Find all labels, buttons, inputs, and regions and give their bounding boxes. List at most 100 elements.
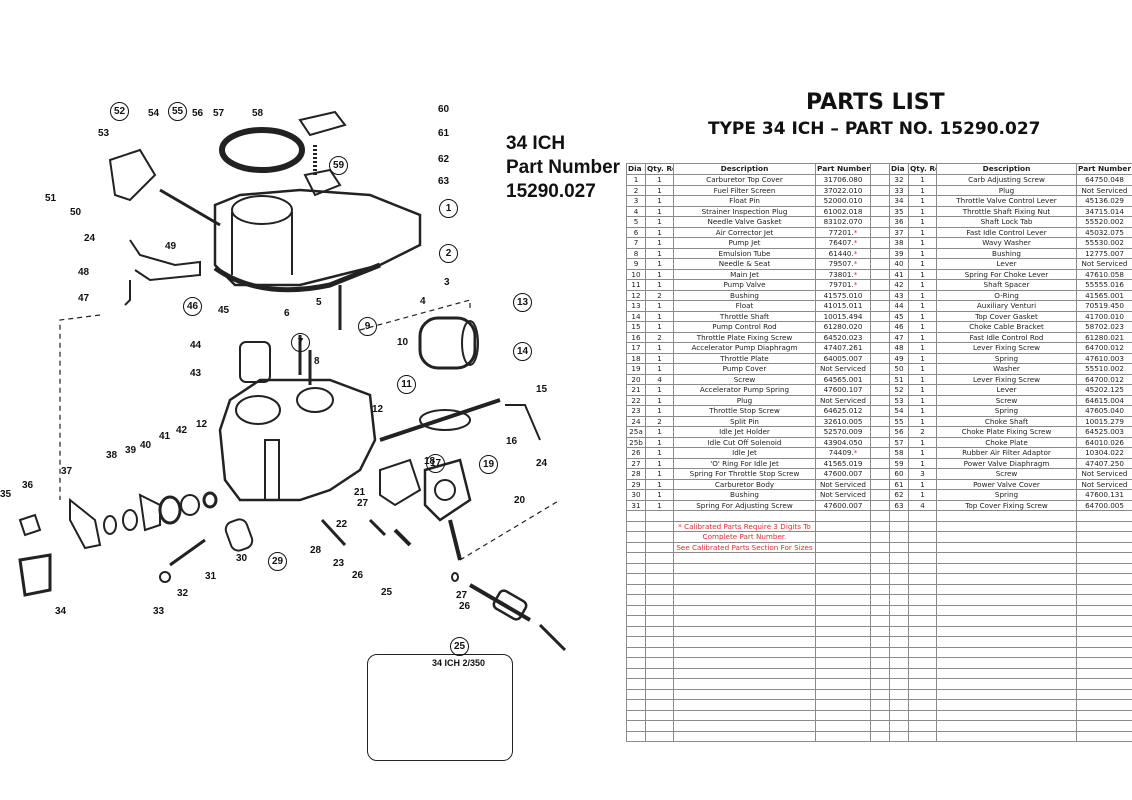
cell-dia: 28 <box>626 468 646 480</box>
empty-cell <box>889 520 909 532</box>
empty-cell <box>908 583 937 595</box>
empty-cell <box>815 730 871 742</box>
empty-cell <box>936 562 1077 574</box>
callout-number: 34 <box>55 606 67 617</box>
cell-desc: Shaft Lock Tab <box>936 216 1077 228</box>
cell-part: 47600.007 <box>815 499 871 511</box>
empty-cell <box>1076 678 1132 690</box>
cell-desc: Power Valve Cover <box>936 478 1077 490</box>
empty-cell <box>908 709 937 721</box>
empty-cell <box>673 562 816 574</box>
empty-cell <box>870 510 890 522</box>
cell-dia: 11 <box>626 279 646 291</box>
cell-qty: 1 <box>908 436 937 448</box>
callout-number: 49 <box>165 241 177 252</box>
empty-cell <box>673 594 816 606</box>
cell-part: Not Serviced <box>1076 258 1132 270</box>
empty-cell <box>626 646 646 658</box>
callout-number: 20 <box>514 495 526 506</box>
cell-part: 73801.* <box>815 268 871 280</box>
cell-part: 47600.131 <box>1076 489 1132 501</box>
empty-cell <box>645 688 674 700</box>
cell-part: 45136.029 <box>1076 195 1132 207</box>
callout-number: 50 <box>70 207 82 218</box>
empty-cell <box>908 510 937 522</box>
empty-cell <box>645 615 674 627</box>
empty-cell <box>673 615 816 627</box>
callout-number: 61 <box>438 128 450 139</box>
cell-spacer <box>870 373 890 385</box>
cell-part: Not Serviced <box>1076 478 1132 490</box>
empty-cell <box>673 678 816 690</box>
cell-qty: 2 <box>645 289 674 301</box>
empty-cell <box>815 657 871 669</box>
empty-cell <box>815 688 871 700</box>
callout-number: 6 <box>284 308 290 319</box>
empty-cell <box>870 594 890 606</box>
cell-qty: 1 <box>908 216 937 228</box>
empty-cell <box>1076 657 1132 669</box>
empty-cell <box>1076 709 1132 721</box>
cell-qty: 1 <box>908 321 937 333</box>
cell-qty: 1 <box>645 321 674 333</box>
empty-cell <box>645 541 674 553</box>
callout-number: 46 <box>183 297 202 316</box>
empty-cell <box>645 720 674 732</box>
cell-qty: 1 <box>908 384 937 396</box>
cell-dia: 50 <box>889 363 909 375</box>
empty-cell <box>936 720 1077 732</box>
empty-cell <box>815 678 871 690</box>
cell-part: 79507.* <box>815 258 871 270</box>
callout-number: 41 <box>159 431 171 442</box>
empty-cell <box>673 625 816 637</box>
cell-dia: 46 <box>889 321 909 333</box>
table-row <box>626 657 1132 669</box>
empty-cell <box>626 720 646 732</box>
col-dia-left: Dia No. <box>626 163 646 175</box>
callout-number: 31 <box>205 571 217 582</box>
callout-number: 43 <box>190 368 202 379</box>
col-dia-right: Dia No. <box>889 163 909 175</box>
empty-cell <box>645 625 674 637</box>
empty-cell <box>936 573 1077 585</box>
empty-cell <box>1076 604 1132 616</box>
cell-desc: O-Ring <box>936 289 1077 301</box>
table-row <box>626 688 1132 700</box>
cell-dia: 34 <box>889 195 909 207</box>
empty-cell <box>889 730 909 742</box>
cell-dia: 7 <box>626 237 646 249</box>
empty-cell <box>815 594 871 606</box>
cell-desc: 'O' Ring For Idle Jet <box>673 457 816 469</box>
cell-qty: 1 <box>645 342 674 354</box>
cell-spacer <box>870 247 890 259</box>
empty-cell <box>815 552 871 564</box>
cell-spacer <box>870 279 890 291</box>
side-label-model: 34 ICH <box>506 133 566 154</box>
callout-number: 53 <box>98 128 110 139</box>
empty-cell <box>1076 531 1132 543</box>
cell-desc: Needle & Seat <box>673 258 816 270</box>
cell-dia: 15 <box>626 321 646 333</box>
cell-qty: 1 <box>908 394 937 406</box>
cell-part: 64525.003 <box>1076 426 1132 438</box>
empty-cell <box>908 573 937 585</box>
cell-qty: 1 <box>908 457 937 469</box>
cell-qty: 1 <box>645 184 674 196</box>
callout-number: 38 <box>106 450 118 461</box>
empty-cell <box>908 604 937 616</box>
cell-dia: 3 <box>626 195 646 207</box>
cell-qty: 1 <box>645 268 674 280</box>
cell-qty: 3 <box>908 468 937 480</box>
cell-part: 70519.450 <box>1076 300 1132 312</box>
empty-cell <box>815 562 871 574</box>
cell-desc: Float <box>673 300 816 312</box>
empty-cell <box>870 667 890 679</box>
cell-dia: 24 <box>626 415 646 427</box>
cell-part: 41700.010 <box>1076 310 1132 322</box>
callout-number: 2 <box>439 244 458 263</box>
empty-cell <box>626 583 646 595</box>
